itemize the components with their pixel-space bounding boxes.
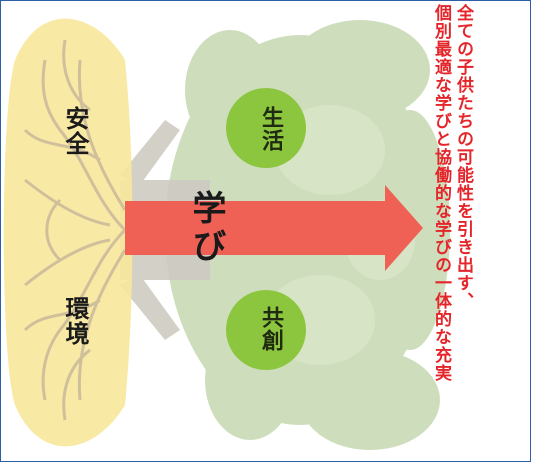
root-label-environment: 環境 [58, 296, 93, 346]
slogan-line-1: 全ての子供たちの可能性を引き出す、 [453, 4, 473, 310]
circle-label-life: 生活 [254, 106, 286, 152]
circle-label-co-creation: 共創 [254, 306, 286, 352]
slogan-line-2: 個別最適な学びと協働的な学びの一体的な充実 [431, 4, 451, 382]
arrow-label-learning: 学び [182, 190, 231, 266]
slogan-text: 全ての子供たちの可能性を引き出す、 個別最適な学びと協働的な学びの一体的な充実 [430, 4, 474, 460]
root-label-safety: 安全 [58, 106, 93, 156]
